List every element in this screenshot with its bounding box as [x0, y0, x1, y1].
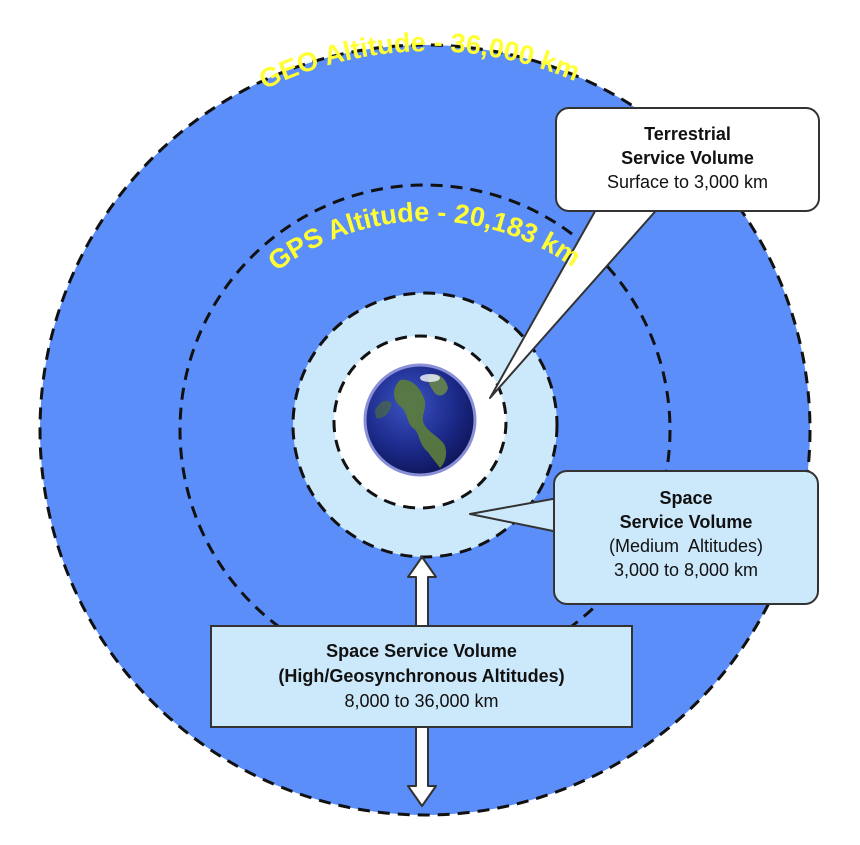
terrestrial-range: Surface to 3,000 km [606, 172, 769, 192]
space-high-callout: Space Service Volume (High/Geosynchronou… [210, 625, 633, 728]
space-medium-title-line1: Space [659, 488, 713, 508]
earth-globe-icon [363, 363, 477, 477]
terrestrial-title-line1: Terrestrial [644, 124, 731, 144]
terrestrial-title-line2: Service Volume [621, 148, 754, 168]
space-high-title-line2: (High/Geosynchronous Altitudes) [278, 666, 565, 686]
space-high-title-line1: Space Service Volume [326, 641, 517, 661]
space-medium-title-line2: Service Volume [619, 512, 753, 532]
space-medium-subtitle: (Medium Altitudes) [608, 536, 764, 556]
geo-orbit-ring [38, 43, 812, 817]
space-high-range: 8,000 to 36,000 km [344, 691, 499, 711]
space-medium-range: 3,000 to 8,000 km [613, 560, 759, 580]
space-medium-callout: Space Service Volume (Medium Altitudes) … [553, 470, 819, 605]
terrestrial-callout: Terrestrial Service Volume Surface to 3,… [555, 107, 820, 212]
